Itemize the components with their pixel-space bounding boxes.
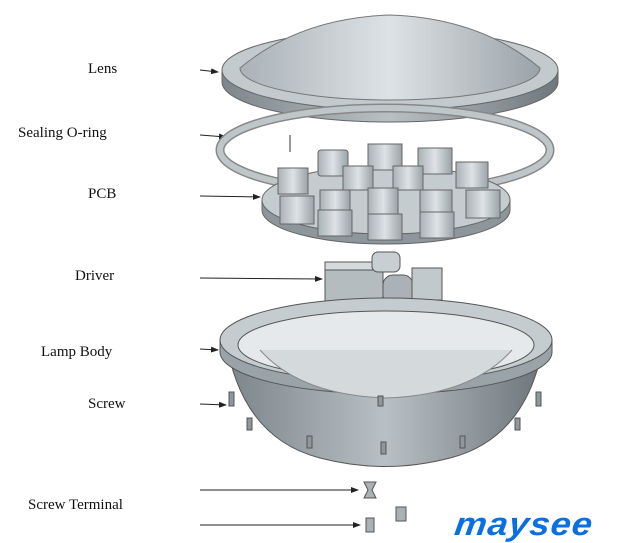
label-lamp-body: Lamp Body bbox=[41, 344, 113, 360]
maysee-logo: maysee bbox=[452, 505, 596, 542]
label-driver: Driver bbox=[75, 268, 115, 284]
label-screw: Screw bbox=[88, 396, 126, 412]
pcb-part bbox=[261, 143, 511, 245]
leader-arrows bbox=[199, 68, 361, 528]
label-oring: Sealing O-ring bbox=[18, 125, 107, 141]
label-pcb: PCB bbox=[88, 186, 117, 202]
lens-part bbox=[221, 14, 559, 123]
lamp-body-part bbox=[219, 297, 553, 467]
label-screw-terminal: Screw Terminal bbox=[28, 497, 123, 513]
screw-terminal-part bbox=[363, 481, 407, 533]
label-lens: Lens bbox=[88, 61, 118, 77]
screws bbox=[228, 391, 542, 455]
